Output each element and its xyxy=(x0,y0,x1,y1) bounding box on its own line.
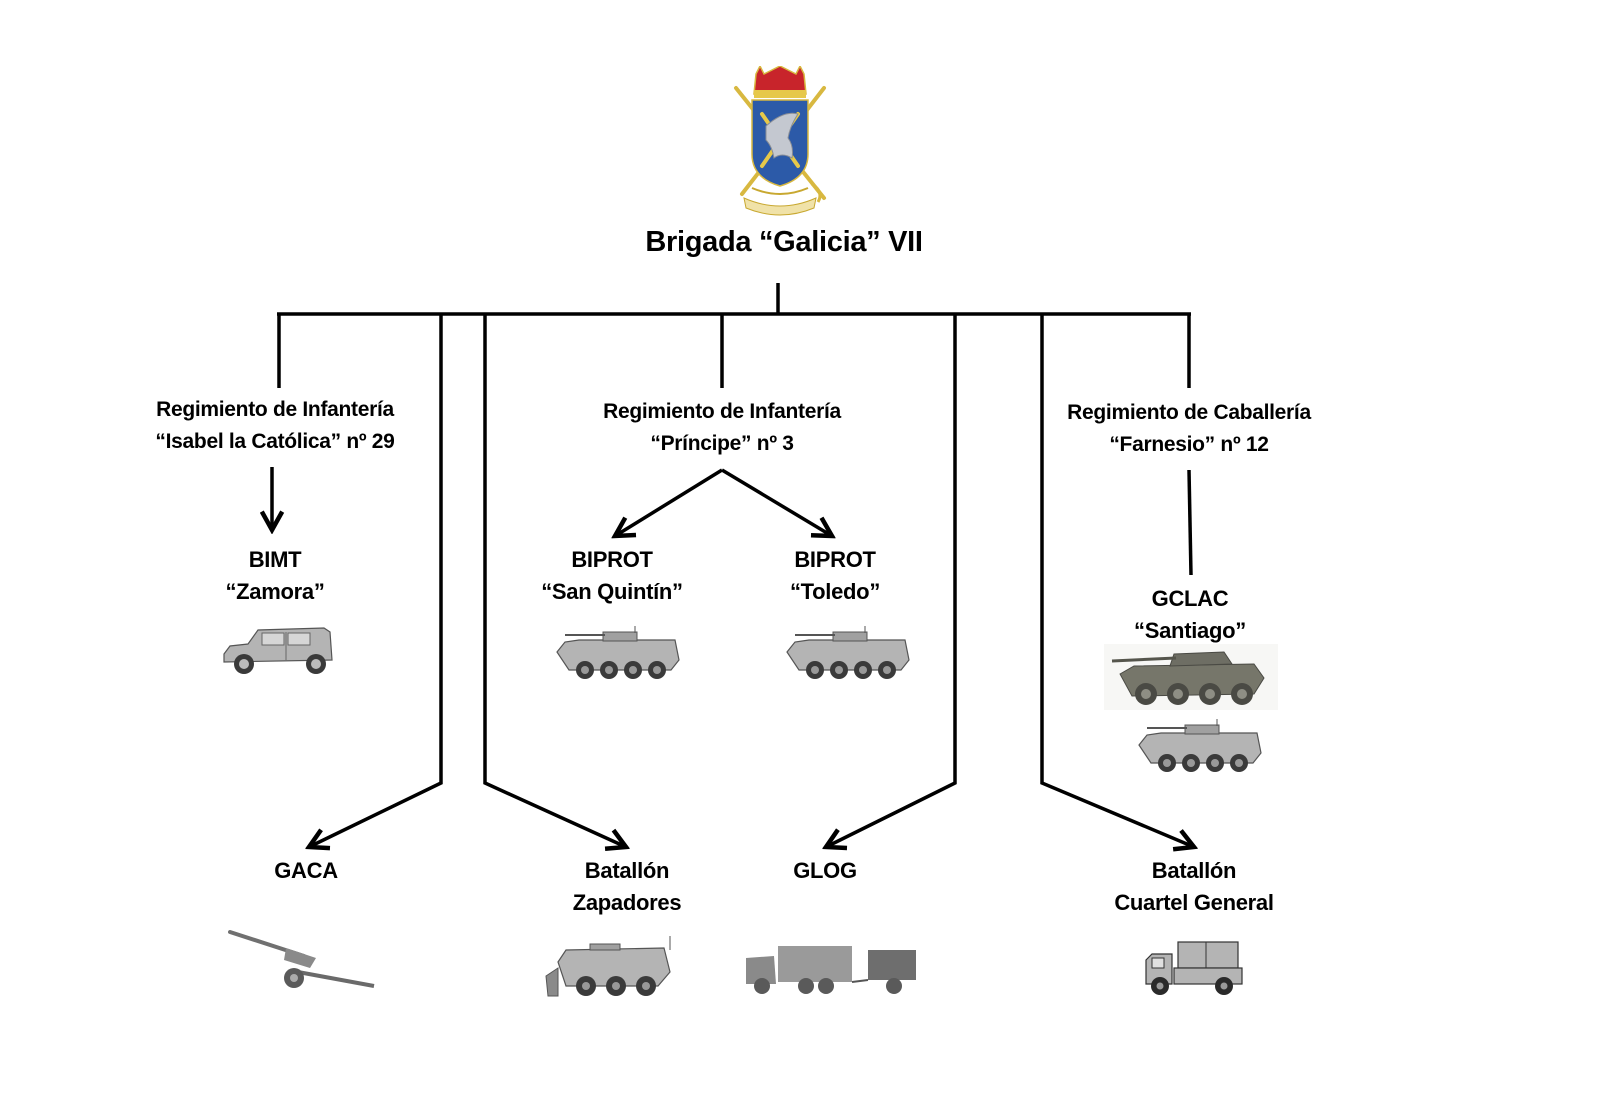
regiment-farnesio-line1: Regimiento de Caballería xyxy=(1067,401,1311,424)
regiment-isabel-line2: “Isabel la Católica” nº 29 xyxy=(155,430,395,453)
wheeled-apc-icon-toledo xyxy=(786,626,910,680)
unit-cuartel-line2: Cuartel General xyxy=(1114,890,1274,915)
unit-gaca-line1: GACA xyxy=(274,858,338,883)
regiment-isabel-line1: Regimiento de Infantería xyxy=(156,398,394,421)
connector-cuartel-general xyxy=(1040,314,1194,847)
arrow-toledo xyxy=(721,468,832,536)
regiment-principe-line1: Regimiento de Infantería xyxy=(603,400,841,423)
unit-batallon-zapadores: Batallón Zapadores xyxy=(527,855,727,919)
unit-toledo-line2: “Toledo” xyxy=(789,579,881,604)
connector-glog xyxy=(826,314,957,847)
unit-gclac-santiago: GCLAC “Santiago” xyxy=(1090,583,1290,647)
unit-biprot-san-quintin: BIPROT “San Quintín” xyxy=(512,544,712,608)
unit-batallon-cuartel-general: Batallón Cuartel General xyxy=(1074,855,1314,919)
connector-gaca xyxy=(309,314,443,847)
truck-with-trailer-icon xyxy=(746,946,916,994)
unit-toledo-line1: BIPROT xyxy=(794,547,876,572)
wheeled-apc-icon-san-quintin xyxy=(556,626,680,680)
unit-glog: GLOG xyxy=(725,855,925,887)
unit-zapadores-line1: Batallón xyxy=(584,858,670,883)
wheeled-apc-icon-gclac xyxy=(1138,719,1262,773)
unit-glog-line1: GLOG xyxy=(793,858,857,883)
unit-san-quintin-line2: “San Quintín” xyxy=(541,579,683,604)
unit-cuartel-line1: Batallón xyxy=(1151,858,1237,883)
unit-gclac-line1: GCLAC xyxy=(1151,586,1229,611)
unit-san-quintin-line1: BIPROT xyxy=(571,547,653,572)
armored-car-icon xyxy=(1104,644,1278,710)
arrow-san-quintin xyxy=(615,468,723,536)
unit-bimt-line1: BIMT xyxy=(248,547,302,572)
regiment-principe: Regimiento de Infantería “Príncipe” nº 3 xyxy=(557,396,887,460)
unit-biprot-toledo: BIPROT “Toledo” xyxy=(735,544,935,608)
unit-bimt-line2: “Zamora” xyxy=(225,579,325,604)
brigade-title: Brigada “Galicia” VII xyxy=(645,226,923,258)
regiment-farnesio: Regimiento de Caballería “Farnesio” nº 1… xyxy=(1024,397,1354,461)
unit-gclac-line2: “Santiago” xyxy=(1134,618,1246,643)
regiment-isabel-la-catolica: Regimiento de Infantería “Isabel la Cató… xyxy=(110,394,440,458)
unit-gaca: GACA xyxy=(206,855,406,887)
connector-gclac xyxy=(1187,469,1193,576)
shelter-truck-icon xyxy=(1145,941,1243,995)
engineer-vehicle-icon xyxy=(545,936,671,997)
coat-of-arms-emblem xyxy=(734,66,826,216)
unit-zapadores-line2: Zapadores xyxy=(572,890,682,915)
towed-howitzer-icon xyxy=(228,930,375,988)
regiment-farnesio-line2: “Farnesio” nº 12 xyxy=(1109,433,1269,456)
regiment-principe-line2: “Príncipe” nº 3 xyxy=(650,432,794,455)
unit-bimt-zamora: BIMT “Zamora” xyxy=(175,544,375,608)
light-utility-vehicle-icon xyxy=(223,627,333,674)
connector-zapadores xyxy=(483,314,626,847)
